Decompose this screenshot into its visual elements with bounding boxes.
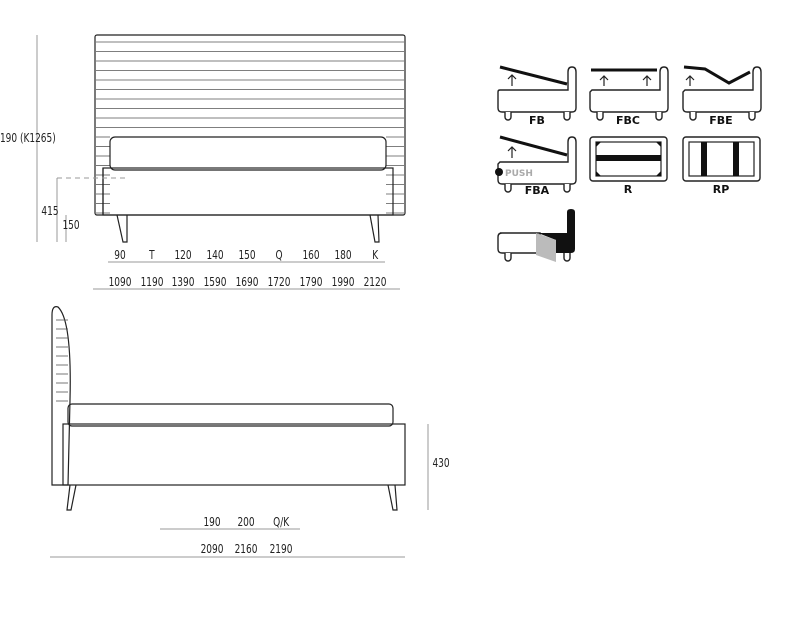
length-label: 2090 (201, 543, 224, 557)
size-label: 90 (114, 249, 126, 263)
width-label: 1590 (204, 276, 227, 290)
leg-height-label: 150 (62, 219, 79, 233)
leg-side-right (387, 484, 398, 511)
bed-base-side (62, 423, 406, 486)
length-label: 2190 (270, 543, 293, 557)
side-height-label: 430 (432, 457, 449, 471)
icon-rp: RP (682, 136, 761, 196)
icon-fbe: FBE (682, 65, 762, 127)
size-label: K (372, 249, 379, 263)
width-label: 1720 (268, 276, 291, 290)
size-label: Q (275, 249, 282, 263)
side-view: 430 190 200 Q/K 2090 2160 2190 (50, 306, 450, 558)
label-r: R (624, 183, 633, 196)
side-size-label: 200 (237, 516, 254, 530)
headboard-cushion (109, 136, 387, 171)
icon-r: R (589, 136, 668, 196)
label-fba: FBA (525, 184, 550, 197)
width-label: 1990 (332, 276, 355, 290)
length-label: 2160 (235, 543, 258, 557)
size-label: 180 (334, 249, 351, 263)
mattress-side (67, 403, 394, 427)
size-labels: 90 T 120 140 150 Q 160 180 K (114, 249, 379, 263)
base-height-label: 415 (41, 205, 58, 219)
width-label: 1790 (300, 276, 323, 290)
label-fbe: FBE (709, 114, 732, 127)
size-label: T (148, 249, 155, 263)
width-label: 1390 (172, 276, 195, 290)
label-push: PUSH (505, 169, 533, 179)
side-size-label: 190 (203, 516, 220, 530)
icon-fbc: FBC (589, 66, 669, 127)
size-label: 160 (302, 249, 319, 263)
width-labels: 1090 1190 1390 1590 1690 1720 1790 1990 2120 (109, 276, 387, 290)
headboard-slats (96, 41, 404, 214)
leg-side-left (66, 484, 77, 511)
side-size-label: Q/K (273, 516, 290, 530)
icon-fba: PUSH FBA (495, 135, 577, 197)
option-icons: FB FBC FBE PUSH FBA (495, 65, 762, 262)
label-fbc: FBC (616, 114, 640, 127)
bed-base-front (102, 167, 394, 216)
width-label: 1190 (141, 276, 164, 290)
height-dimension-label: 1190 (K1265) (0, 132, 56, 146)
icon-storage-bed (497, 209, 575, 262)
width-label: 1090 (109, 276, 132, 290)
size-label: 140 (206, 249, 223, 263)
size-label: 150 (238, 249, 255, 263)
headboard (94, 34, 406, 216)
icon-fb: FB (497, 65, 577, 127)
width-label: 2120 (364, 276, 387, 290)
width-label: 1690 (236, 276, 259, 290)
label-fb: FB (529, 114, 545, 127)
headboard-side (51, 306, 71, 486)
leg-right (369, 214, 380, 243)
label-rp: RP (713, 183, 730, 196)
size-label: 120 (174, 249, 191, 263)
leg-left (116, 214, 128, 243)
